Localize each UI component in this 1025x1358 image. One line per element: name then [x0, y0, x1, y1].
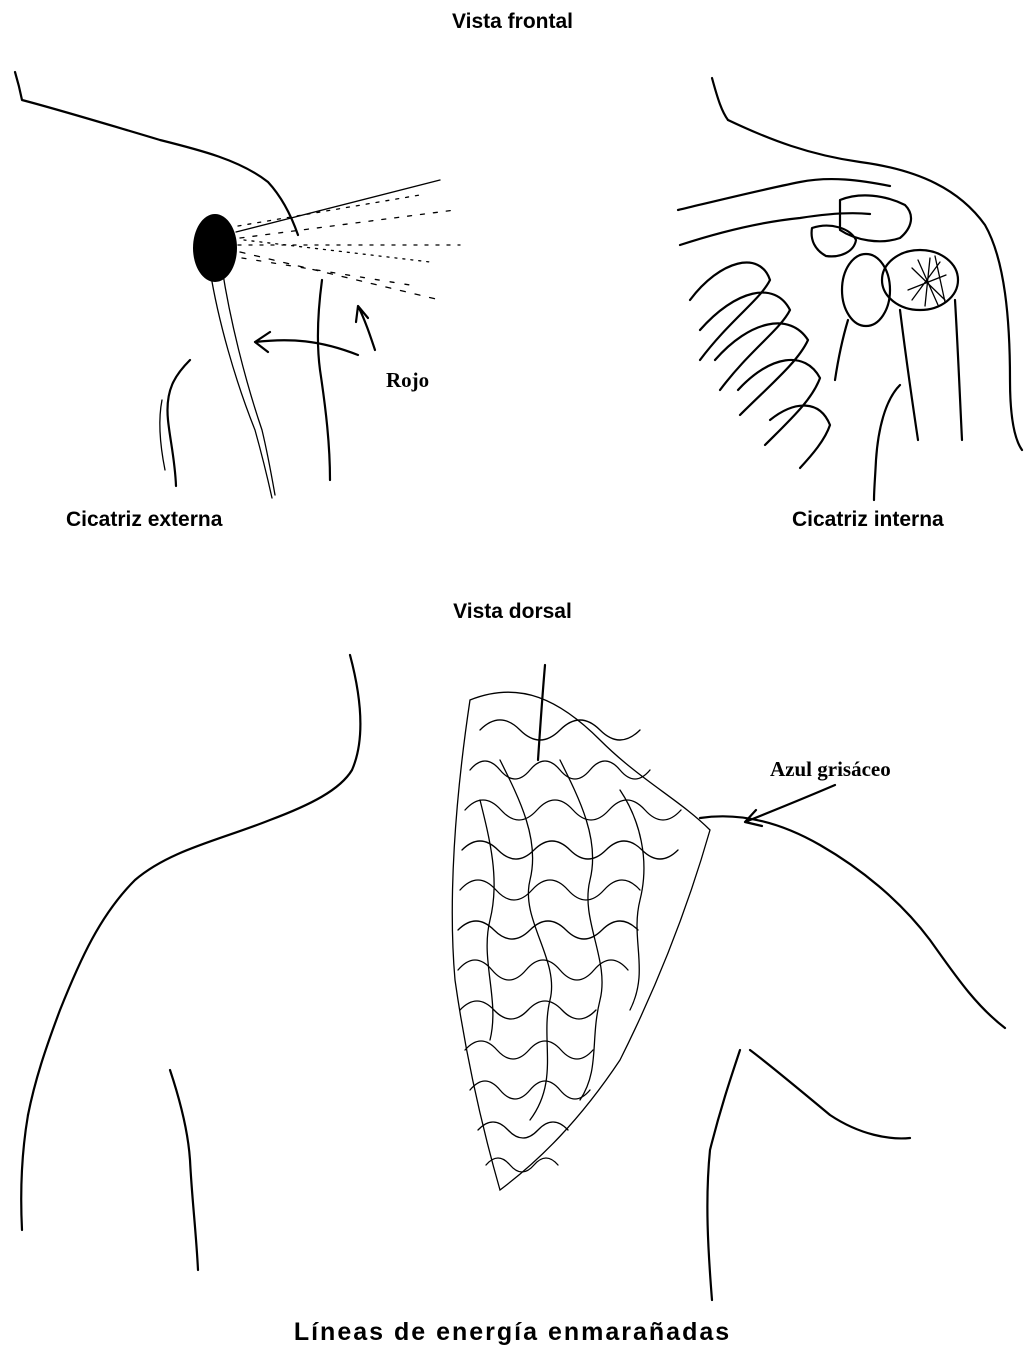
scar-streak — [210, 270, 272, 498]
front-left-chest-line — [167, 360, 190, 486]
front-external-shoulder-drawing — [15, 72, 460, 498]
front-left-arm-line — [318, 280, 330, 480]
back-left-arm-line — [170, 1070, 198, 1270]
humeral-head — [882, 250, 958, 310]
arrow-to-spray — [356, 306, 375, 350]
sternum-line — [835, 320, 848, 380]
front-left-shoulder-outline — [15, 72, 298, 235]
front-right-neck-line — [712, 78, 728, 120]
back-right-arm-line — [750, 1050, 910, 1138]
red-energy-spray — [236, 180, 460, 300]
ribs — [690, 263, 830, 468]
glenoid — [842, 254, 890, 326]
front-right-shoulder-outline — [728, 120, 1022, 450]
front-left-chest-line-2 — [160, 400, 165, 470]
clavicle — [678, 179, 890, 245]
back-right-shoulder-outline — [700, 816, 1005, 1028]
humerus-shaft — [900, 300, 962, 440]
internal-scar-mark — [908, 256, 946, 306]
back-view-drawing — [21, 655, 1005, 1300]
front-internal-shoulder-drawing — [678, 78, 1022, 500]
coracoid — [812, 226, 856, 257]
front-right-torso-line — [874, 385, 900, 500]
external-scar-mark — [193, 214, 237, 282]
tangled-energy-lines — [452, 692, 710, 1190]
back-left-neck-line — [28, 655, 360, 1115]
scar-streak-2 — [222, 268, 275, 495]
arrow-to-scar — [255, 332, 358, 355]
back-right-lower-line — [707, 1050, 740, 1300]
back-left-lower-line — [21, 1115, 28, 1230]
back-right-neck-line — [538, 665, 545, 760]
